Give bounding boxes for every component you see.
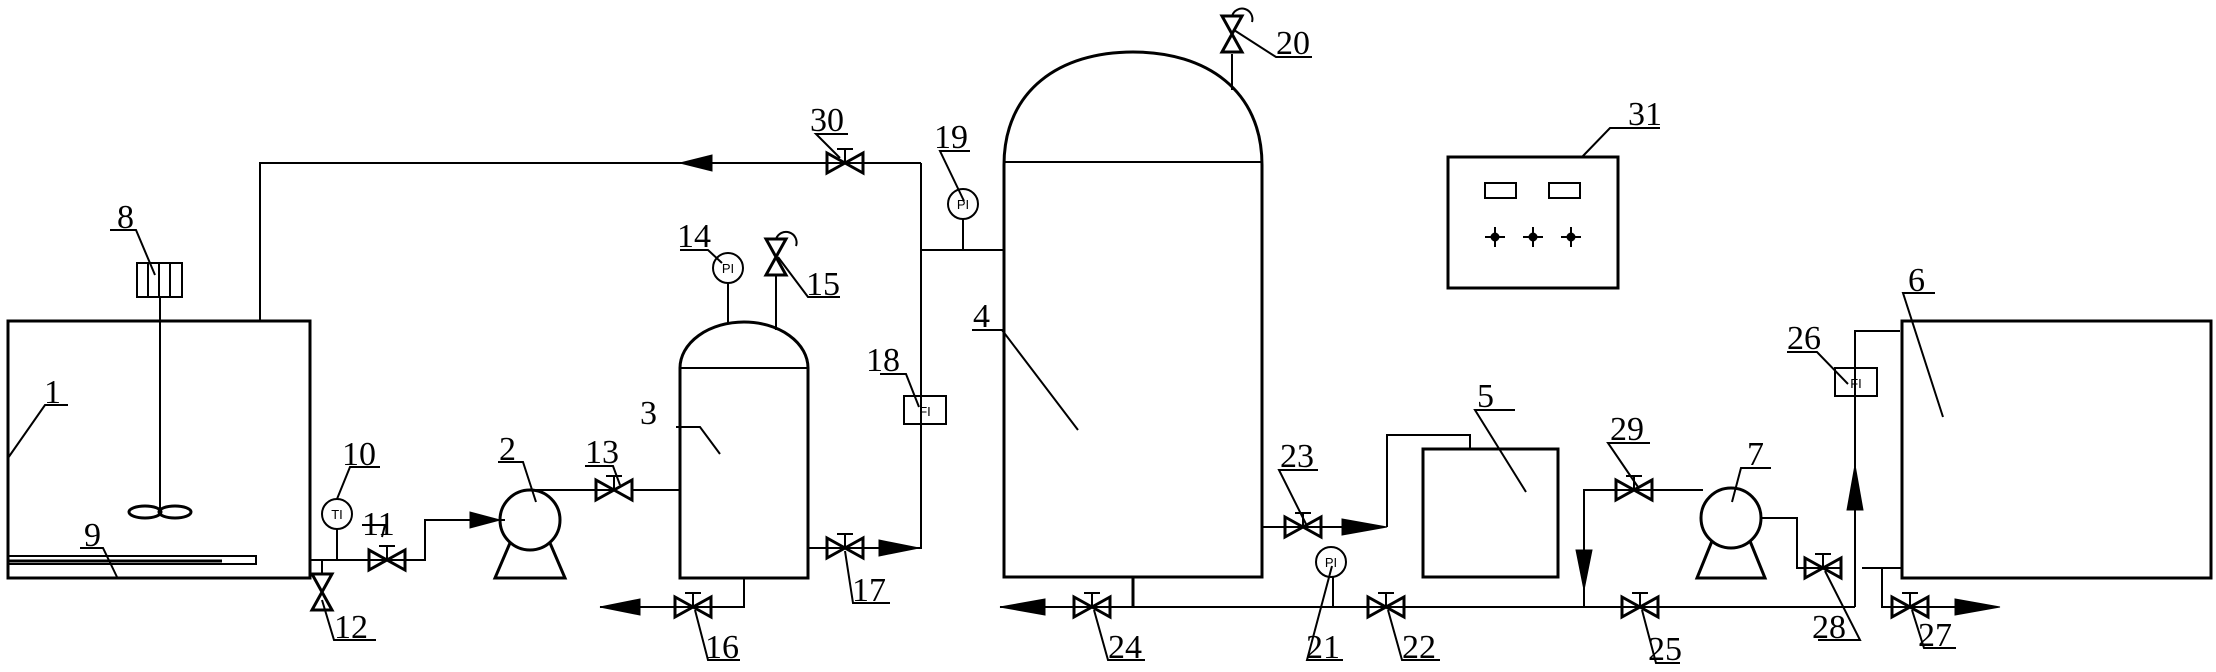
valve-22-icon (1366, 591, 1406, 619)
valve-25-icon (1620, 591, 1660, 619)
flow-arrow-left-icon (999, 598, 1046, 616)
label-22: 22 (1402, 629, 1436, 666)
label-2: 2 (499, 431, 516, 468)
label-13: 13 (585, 434, 619, 471)
label-30: 30 (810, 102, 844, 139)
impeller-blade-icon (157, 504, 193, 520)
pi-tag: PI (957, 197, 969, 212)
label-21: 21 (1306, 629, 1340, 666)
knob-icon (1485, 227, 1505, 247)
labels: 1 2 3 4 5 6 7 8 9 10 11 12 13 14 15 16 1… (44, 25, 1952, 668)
flow-arrow-left-icon (599, 598, 641, 616)
label-29: 29 (1610, 411, 1644, 448)
pump-2 (492, 488, 614, 580)
safety-valve-15 (764, 230, 798, 277)
knob-icon (1523, 227, 1543, 247)
label-27: 27 (1918, 617, 1952, 654)
label-19: 19 (934, 119, 968, 156)
pressure-indicator-19: PI (947, 188, 979, 250)
valve-11-icon (367, 544, 407, 572)
valve-24-icon (1072, 591, 1112, 619)
fi-tag: FI (919, 404, 931, 419)
flow-arrow-right-icon (1954, 598, 2001, 616)
label-1: 1 (44, 374, 61, 411)
ti-tag: TI (331, 507, 343, 522)
knob-icon (1561, 227, 1581, 247)
tank-5 (1421, 447, 1560, 579)
pipe-3-up (808, 163, 922, 549)
pi-tag: PI (1325, 555, 1337, 570)
flow-arrow-right-icon (878, 539, 920, 557)
label-28: 28 (1812, 609, 1846, 646)
label-8: 8 (117, 199, 134, 236)
display-icon (1548, 182, 1581, 199)
label-9: 9 (84, 517, 101, 554)
pump-7 (1694, 486, 1840, 580)
drain-valve-12 (310, 559, 334, 612)
flow-arrow-up-icon (1846, 464, 1864, 511)
label-17: 17 (852, 572, 886, 609)
valve-30-icon (825, 147, 865, 175)
column-4 (1002, 50, 1264, 579)
label-4: 4 (973, 298, 990, 335)
flow-arrow-left-icon (679, 154, 713, 172)
flow-arrow-right-icon (469, 511, 502, 529)
leader-lines (7, 29, 1956, 664)
label-14: 14 (677, 218, 711, 255)
label-10: 10 (342, 436, 376, 473)
label-3: 3 (640, 395, 657, 432)
label-26: 26 (1787, 320, 1821, 357)
label-7: 7 (1747, 436, 1764, 473)
vessel-3 (678, 275, 810, 580)
fi-tag: FI (1850, 376, 1862, 391)
flow-arrow-right-icon (1341, 518, 1388, 536)
label-12: 12 (334, 609, 368, 646)
valve-28-icon (1803, 552, 1843, 580)
valve-13-icon (594, 474, 634, 502)
label-23: 23 (1280, 438, 1314, 475)
pressure-indicator-21: PI (1315, 546, 1347, 607)
label-18: 18 (866, 342, 900, 379)
pi-tag: PI (722, 261, 734, 276)
valve-27-icon (1890, 591, 1930, 619)
control-panel-31 (1446, 155, 1620, 290)
label-24: 24 (1108, 629, 1142, 666)
tank-6 (1900, 319, 2213, 580)
label-31: 31 (1628, 96, 1662, 133)
vent-valve-20 (1220, 7, 1254, 90)
display-icon (1484, 182, 1517, 199)
label-11: 11 (362, 506, 395, 543)
label-15: 15 (806, 266, 840, 303)
flow-indicator-18: FI (903, 395, 947, 425)
label-20: 20 (1276, 25, 1310, 62)
label-16: 16 (705, 629, 739, 666)
agitator-motor-8 (127, 262, 193, 520)
label-6: 6 (1908, 262, 1925, 299)
temperature-indicator-10: TI (321, 498, 353, 560)
flow-arrow-down-icon (1575, 549, 1593, 591)
label-25: 25 (1648, 631, 1682, 668)
drain-line-16 (600, 578, 745, 608)
heater-9 (7, 555, 257, 565)
valve-16-icon (673, 591, 713, 619)
flow-indicator-26: FI (1834, 367, 1878, 397)
pressure-indicator-14: PI (712, 252, 744, 284)
label-5: 5 (1477, 378, 1494, 415)
impeller-blade-icon (127, 504, 163, 520)
